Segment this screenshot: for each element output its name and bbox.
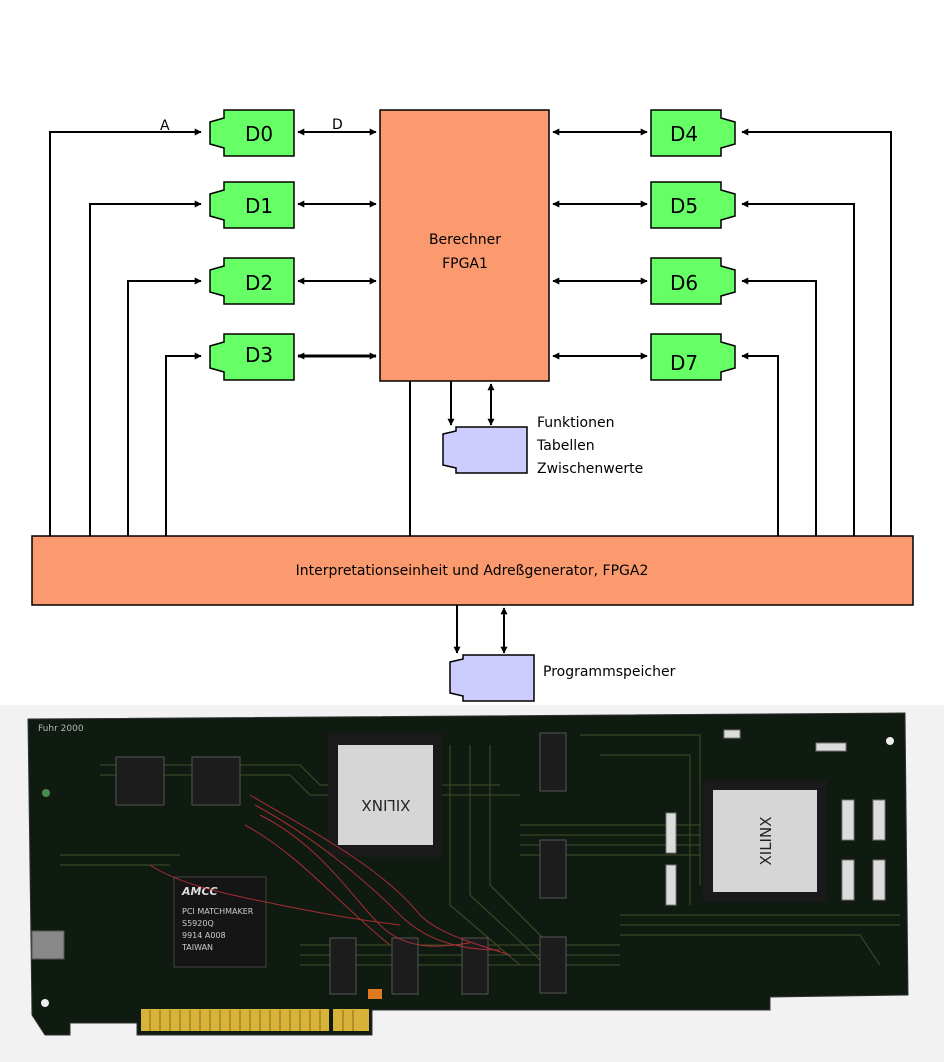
- drive-label: D2: [245, 271, 273, 295]
- board-silkscreen: Fuhr 2000: [38, 724, 84, 734]
- drive-label: D7: [670, 351, 698, 375]
- ide-connectors: [665, 729, 886, 906]
- drive-d2: D2: [209, 257, 295, 305]
- gold-connector-right: [333, 1009, 369, 1031]
- svg-text:PCI MATCHMAKER: PCI MATCHMAKER: [182, 907, 254, 916]
- address-line-d1: [89, 200, 202, 536]
- amcc-chip: AMCC PCI MATCHMAKER S5920Q 9914 A008 TAI…: [173, 876, 267, 968]
- address-line-d5: [741, 200, 855, 536]
- address-line-d0: [49, 128, 202, 536]
- drive-d1: D1: [209, 181, 295, 229]
- xilinx-chip-2: XILINX: [703, 780, 827, 902]
- drive-shape: [650, 257, 736, 305]
- address-bus-label: A: [160, 118, 170, 134]
- data-lines: [297, 128, 648, 360]
- fpga2-block: Interpretationseinheit und Adreßgenerato…: [31, 535, 914, 606]
- data-bus-label: D: [332, 117, 343, 133]
- fpga1-block: Berechner FPGA1: [379, 109, 550, 382]
- function-memory-line2: Tabellen: [536, 438, 595, 454]
- drive-label: D4: [670, 122, 698, 146]
- drive-label: D6: [670, 271, 698, 295]
- svg-text:S5920Q: S5920Q: [182, 919, 214, 928]
- address-line-d7: [741, 352, 779, 536]
- program-memory-label: Programmspeicher: [543, 664, 676, 680]
- function-memory: Funktionen Tabellen Zwischenwerte: [442, 415, 643, 477]
- function-memory-shape: [442, 426, 528, 474]
- drive-shape: [209, 109, 295, 157]
- drive-shape: [650, 109, 736, 157]
- drive-label: D5: [670, 194, 698, 218]
- fpga1-subtitle: FPGA1: [442, 256, 488, 272]
- gold-connector-left: [141, 1009, 329, 1031]
- drive-shape: [650, 333, 736, 381]
- fpga1-box: [379, 109, 550, 382]
- drive-d6: D6: [650, 257, 736, 305]
- svg-text:9914 A008: 9914 A008: [182, 931, 226, 940]
- program-memory: Programmspeicher: [449, 654, 676, 702]
- drive-d7: D7: [650, 333, 736, 381]
- pci-board-photo: Fuhr 2000 XILINX XILINX AMCC PCI MATCHMA…: [0, 705, 944, 1062]
- drive-d5: D5: [650, 181, 736, 229]
- xilinx-chip-1: XILINX: [328, 733, 442, 857]
- drive-d3: D3: [209, 333, 295, 381]
- svg-text:XILINX: XILINX: [362, 796, 411, 814]
- drive-shape: [209, 181, 295, 229]
- svg-text:TAIWAN: TAIWAN: [181, 943, 213, 952]
- patch-wires: [149, 794, 511, 956]
- drive-shape: [209, 333, 295, 381]
- drive-label: D0: [245, 122, 273, 146]
- small-chips: [31, 732, 567, 995]
- drive-d0: D0: [209, 109, 295, 157]
- fpga1-title: Berechner: [429, 232, 501, 248]
- fpga2-title: Interpretationseinheit und Adreßgenerato…: [296, 563, 649, 579]
- block-diagram: D0 D1 D2 D3 D4 D5 D6 D7 Berechner FPGA1 …: [31, 109, 914, 702]
- drive-d4: D4: [650, 109, 736, 157]
- function-memory-line3: Zwischenwerte: [537, 461, 643, 477]
- svg-text:AMCC: AMCC: [181, 885, 218, 898]
- svg-text:XILINX: XILINX: [757, 817, 775, 866]
- drive-label: D1: [245, 194, 273, 218]
- address-line-d4: [741, 128, 892, 536]
- drive-shape: [650, 181, 736, 229]
- address-line-d2: [127, 277, 202, 536]
- address-line-d6: [741, 277, 817, 536]
- drive-shape: [209, 257, 295, 305]
- address-lines-right: [741, 128, 892, 536]
- address-lines-left: [49, 128, 202, 536]
- fpga2-box: [31, 535, 914, 606]
- address-line-d3: [165, 352, 202, 536]
- function-memory-line1: Funktionen: [537, 415, 614, 431]
- drive-label: D3: [245, 343, 273, 367]
- program-memory-shape: [449, 654, 535, 702]
